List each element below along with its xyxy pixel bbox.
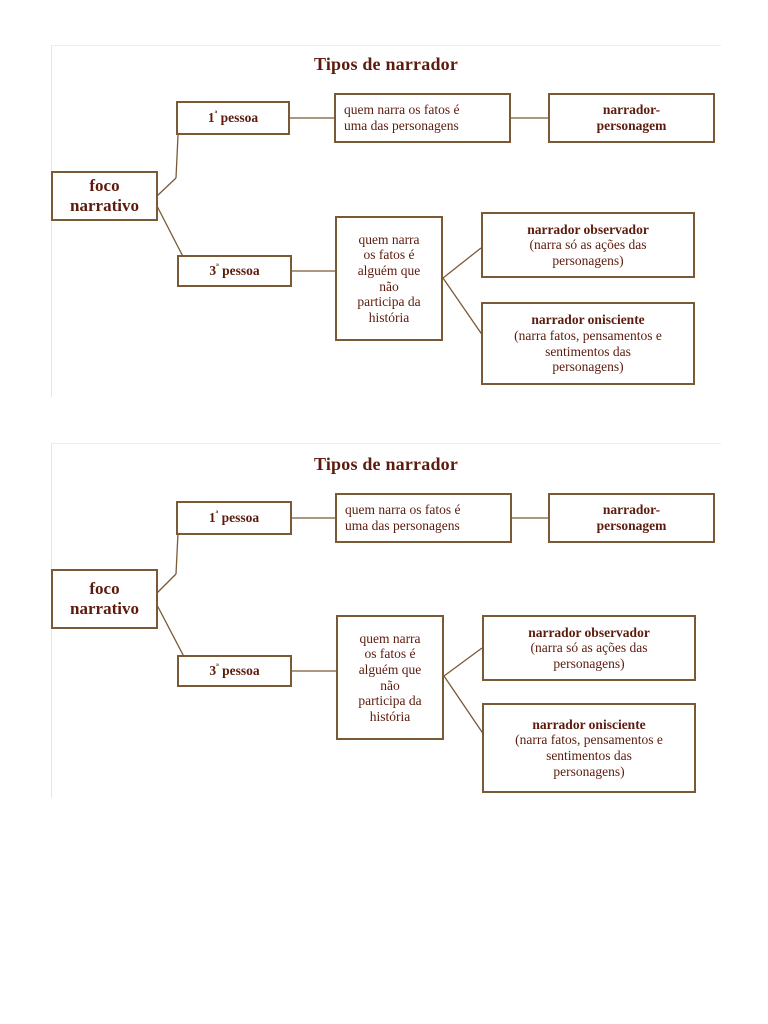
node-3a-pessoa-descricao-line-5: participa da bbox=[357, 294, 421, 310]
node-3a-pessoa-descricao-line-2: os fatos é bbox=[363, 247, 415, 263]
node-1a-pessoa-descricao[interactable]: quem narra os fatos é uma das personagen… bbox=[334, 93, 511, 143]
diagram-1-title: Tipos de narrador bbox=[313, 54, 459, 74]
edge-first-person-riser bbox=[175, 532, 179, 575]
node-1a-pessoa-label: 1ª pessoa bbox=[207, 108, 259, 126]
node-foco-narrativo-line2: narrativo bbox=[70, 196, 139, 215]
node-3a-pessoa-descricao-line-5: participa da bbox=[358, 693, 422, 709]
node-narrador-observador-heading: narrador observador bbox=[528, 624, 650, 640]
node-narrador-onisciente-detail-2: sentimentos das bbox=[546, 748, 632, 763]
node-3a-pessoa-label: 3ª pessoa bbox=[209, 261, 260, 279]
node-narrador-onisciente-detail-3: personagens) bbox=[553, 763, 625, 779]
node-narrador-onisciente-detail-1: (narra fatos, pensamentos e bbox=[514, 327, 662, 343]
node-3a-pessoa-descricao-line-3: alguém que bbox=[358, 661, 422, 677]
node-narrador-onisciente[interactable]: narrador onisciente (narra fatos, pensam… bbox=[481, 302, 695, 385]
diagram-2-top-rule bbox=[51, 443, 721, 444]
node-3a-pessoa-descricao-line-3: alguém que bbox=[357, 262, 421, 278]
node-1a-pessoa[interactable]: 1ª pessoa bbox=[176, 101, 290, 135]
node-foco-narrativo[interactable]: foco narrativo bbox=[51, 569, 158, 629]
node-3a-pessoa-descricao-line-4: não bbox=[380, 677, 400, 693]
node-1a-pessoa-descricao-line1: quem narra os fatos é bbox=[345, 502, 461, 518]
node-narrador-personagem[interactable]: narrador- personagem bbox=[548, 493, 715, 543]
node-foco-narrativo-line1: foco bbox=[89, 579, 120, 599]
node-3a-pessoa[interactable]: 3ª pessoa bbox=[177, 255, 292, 287]
node-1a-pessoa-descricao-line2: uma das personagens bbox=[345, 518, 460, 533]
node-narrador-personagem-line2: personagem bbox=[596, 118, 667, 133]
diagram-1-left-rule bbox=[51, 45, 52, 397]
node-narrador-observador[interactable]: narrador observador (narra só as ações d… bbox=[481, 212, 695, 278]
node-3a-pessoa-descricao[interactable]: quem narra os fatos é alguém que não par… bbox=[335, 216, 443, 341]
node-narrador-observador[interactable]: narrador observador (narra só as ações d… bbox=[482, 615, 696, 681]
edge-desc-to-omniscient bbox=[443, 675, 485, 736]
diagram-1-top-rule bbox=[51, 45, 721, 46]
node-3a-pessoa[interactable]: 3ª pessoa bbox=[177, 655, 292, 687]
node-3a-pessoa-descricao-line-6: história bbox=[368, 309, 410, 325]
node-narrador-onisciente-heading: narrador onisciente bbox=[531, 312, 645, 328]
node-narrador-onisciente[interactable]: narrador onisciente (narra fatos, pensam… bbox=[482, 703, 696, 793]
node-narrador-observador-detail-1: (narra só as ações das bbox=[530, 640, 648, 656]
node-foco-narrativo-line1: foco bbox=[89, 176, 120, 196]
node-narrador-observador-detail-2: personagens) bbox=[552, 252, 624, 268]
node-narrador-onisciente-heading: narrador onisciente bbox=[532, 716, 646, 732]
node-1a-pessoa-descricao[interactable]: quem narra os fatos é uma das personagen… bbox=[335, 493, 512, 543]
node-3a-pessoa-descricao[interactable]: quem narra os fatos é alguém que não par… bbox=[336, 615, 444, 740]
edge-root-to-first-person bbox=[156, 573, 177, 594]
diagram-2-title: Tipos de narrador bbox=[313, 454, 459, 474]
node-1a-pessoa-descricao-line2: uma das personagens bbox=[344, 118, 459, 133]
node-narrador-personagem-line1: narrador- bbox=[602, 502, 661, 518]
node-narrador-personagem-line2: personagem bbox=[596, 518, 667, 533]
node-narrador-observador-detail-2: personagens) bbox=[553, 655, 625, 671]
node-narrador-observador-detail-1: (narra só as ações das bbox=[529, 237, 647, 253]
node-3a-pessoa-descricao-line-1: quem narra bbox=[358, 231, 420, 247]
node-3a-pessoa-descricao-line-4: não bbox=[379, 278, 399, 294]
node-1a-pessoa-descricao-line1: quem narra os fatos é bbox=[344, 102, 460, 118]
edge-root-to-first-person bbox=[156, 177, 177, 197]
diagram-block-2: Tipos de narrador foco narrativo 1ª pess… bbox=[51, 443, 721, 798]
node-1a-pessoa-label: 1ª pessoa bbox=[208, 508, 260, 526]
node-3a-pessoa-descricao-line-2: os fatos é bbox=[364, 646, 416, 662]
edge-first-person-riser bbox=[175, 134, 179, 179]
edge-desc-to-observer bbox=[443, 647, 483, 677]
diagram-block-1: Tipos de narrador foco narrativo 1ª pess… bbox=[51, 45, 721, 397]
node-narrador-onisciente-detail-2: sentimentos das bbox=[545, 343, 631, 359]
node-narrador-onisciente-detail-1: (narra fatos, pensamentos e bbox=[515, 732, 663, 748]
edge-desc-to-observer bbox=[442, 247, 482, 279]
node-3a-pessoa-label: 3ª pessoa bbox=[209, 661, 260, 679]
node-foco-narrativo-line2: narrativo bbox=[70, 599, 139, 618]
node-narrador-personagem[interactable]: narrador- personagem bbox=[548, 93, 715, 143]
node-3a-pessoa-descricao-line-1: quem narra bbox=[359, 630, 421, 646]
node-narrador-onisciente-detail-3: personagens) bbox=[552, 359, 624, 375]
node-narrador-personagem-line1: narrador- bbox=[602, 102, 661, 118]
node-foco-narrativo[interactable]: foco narrativo bbox=[51, 171, 158, 221]
edge-desc-to-omniscient bbox=[442, 277, 484, 337]
node-1a-pessoa[interactable]: 1ª pessoa bbox=[176, 501, 292, 535]
node-narrador-observador-heading: narrador observador bbox=[527, 221, 649, 237]
node-3a-pessoa-descricao-line-6: história bbox=[369, 708, 411, 724]
